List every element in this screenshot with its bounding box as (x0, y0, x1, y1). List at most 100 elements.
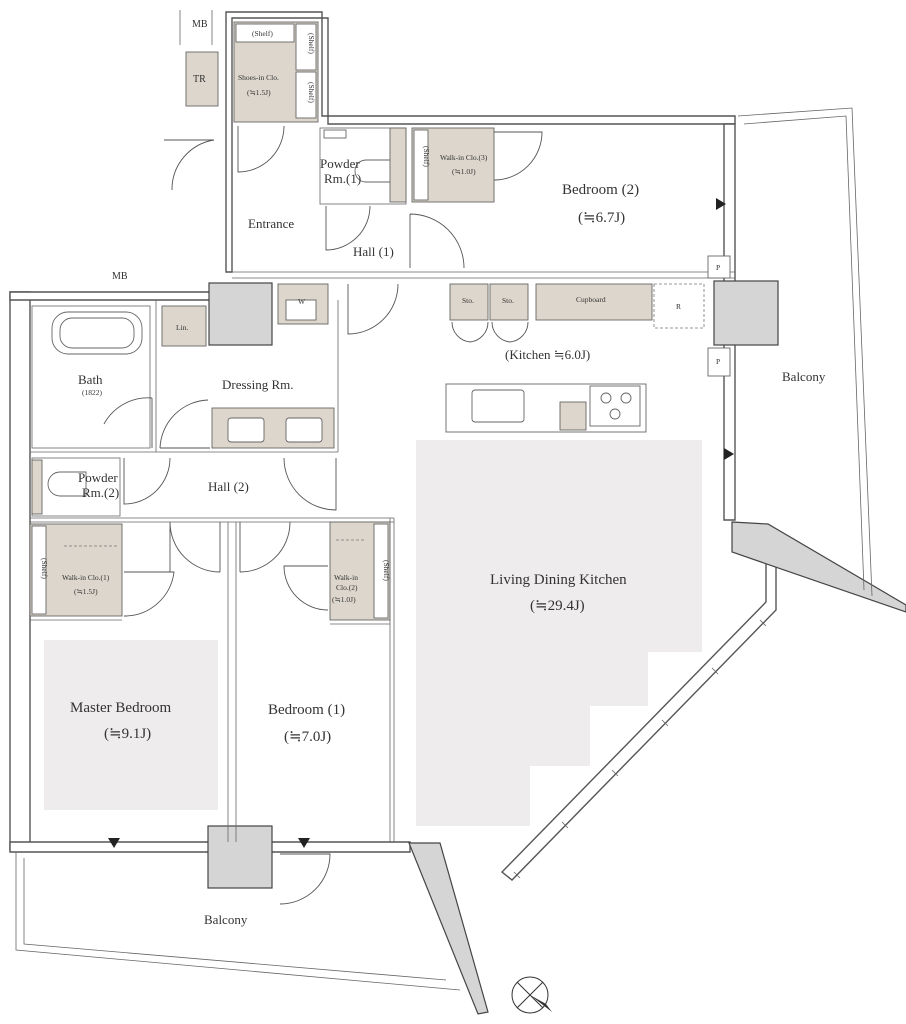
dressing-rm-label: Dressing Rm. (222, 377, 294, 392)
powder-rm-1-label-a: Powder (320, 156, 360, 171)
walk-in-clo-1-label: Walk-in Clo.(1) (62, 573, 110, 582)
cupboard-label: Cupboard (576, 295, 606, 304)
r-label: R (676, 302, 681, 311)
kitchen-sink (471, 389, 525, 423)
p-top-label: P (716, 263, 720, 272)
kitchen-dishwasher (559, 401, 587, 431)
window-marker-bedroom2 (716, 198, 726, 210)
pillar-kitchen (713, 280, 779, 346)
kitchen-entry-door[interactable] (347, 283, 399, 335)
master-bedroom-door[interactable] (169, 521, 221, 573)
vanity-sink-a (227, 417, 265, 443)
north-arrow-icon (511, 976, 552, 1014)
master-bedroom-label: Master Bedroom (70, 700, 172, 716)
bedroom-1-label: Bedroom (1) (268, 702, 345, 718)
walk-in-clo-2-label-b: Clo.(2) (336, 583, 358, 592)
p-box-top (707, 255, 731, 279)
burner-a (600, 392, 612, 404)
balcony-bottom-outline (15, 852, 461, 991)
powder-rm-1-label-b: Rm.(1) (324, 171, 361, 186)
shoes-closet-door[interactable] (237, 125, 285, 173)
balcony-wall-fin (408, 842, 489, 1015)
balcony-right-outline (737, 107, 873, 597)
walk-in-clo-3-size: (≒1.0J) (452, 167, 476, 176)
entrance-label: Entrance (248, 216, 294, 231)
shelf-wic2-label: (Shelf) (382, 560, 391, 581)
powder-shelf-1 (389, 127, 407, 203)
dressing-wall (30, 300, 339, 453)
powder-sink-1 (323, 129, 347, 139)
wic1-door[interactable] (123, 571, 175, 617)
pillar-dressing (208, 282, 273, 346)
window-marker-ldk (724, 448, 734, 460)
master-bedroom-floor (44, 640, 218, 810)
storage-1 (449, 283, 489, 321)
hall-1-wall (232, 271, 735, 279)
wic1-shelf (31, 525, 47, 615)
shoes-in-clo-size: (≒1.5J) (247, 88, 271, 97)
powder-shelf-2 (31, 459, 43, 515)
bath-door[interactable] (103, 397, 153, 448)
shoes-shelf-top (235, 23, 295, 43)
bath-size: (1822) (82, 388, 102, 397)
hall-1-label: Hall (1) (353, 244, 394, 259)
balcony-wall-fin-right (731, 521, 906, 613)
shelf-side-b-label: (Shelf) (307, 82, 316, 103)
shoes-shelf-side-b (295, 71, 317, 119)
hall-2-label: Hall (2) (208, 479, 249, 494)
sto-1-label: Sto. (462, 296, 474, 305)
walk-in-clo-2-label-a: Walk-in (334, 573, 358, 582)
lin-label: Lin. (176, 323, 188, 332)
window-marker-master (108, 838, 120, 848)
toilet-2 (47, 471, 87, 497)
ldk-window-ticks (513, 619, 767, 879)
cupboard (535, 283, 653, 321)
wic3-shelf (413, 129, 429, 201)
powder-rm-2-label-a: Powder (78, 470, 118, 485)
cooktop (589, 385, 641, 427)
vanity-sink-b (285, 417, 323, 443)
hall-2-door[interactable] (283, 457, 337, 511)
ldk-size: (≒29.4J) (530, 598, 585, 614)
burner-b (620, 392, 632, 404)
bedroom-2-label: Bedroom (2) (562, 182, 639, 198)
toilet-1 (354, 159, 393, 183)
powder-rm-2-label-b: Rm.(2) (82, 485, 119, 500)
shelf-wic1-label: (Shelf) (40, 558, 49, 579)
bedroom-2-door[interactable] (409, 213, 465, 269)
bedroom-1-size: (≒7.0J) (284, 729, 331, 745)
washer-pan (285, 299, 317, 321)
p-box-bottom (707, 347, 731, 377)
walk-in-clo-3-label: Walk-in Clo.(3) (440, 153, 488, 162)
tr-label: TR (193, 74, 206, 85)
powder-2-door[interactable] (123, 457, 171, 505)
hall-2-wall (30, 517, 394, 523)
balcony-door[interactable] (279, 853, 331, 905)
bath-label: Bath (78, 372, 103, 387)
shoes-shelf-side-a (295, 23, 317, 71)
p-bottom-label: P (716, 357, 720, 366)
linen-closet (161, 305, 207, 347)
shelf-wic3-label: (Shelf) (422, 146, 431, 167)
w-label: W (298, 297, 306, 306)
bedroom-1-door[interactable] (239, 521, 291, 573)
wic2-door[interactable] (283, 565, 329, 611)
balcony-bottom-label: Balcony (204, 912, 248, 927)
mb-mid-label: MB (112, 271, 128, 282)
dressing-door[interactable] (159, 399, 210, 449)
wic3-door[interactable] (493, 131, 543, 181)
mb-top-label: MB (192, 19, 208, 30)
burner-c (609, 408, 621, 420)
balcony-right-label: Balcony (782, 369, 826, 384)
storage-2 (489, 283, 529, 321)
bathtub-inner (59, 317, 135, 349)
shelf-side-a-label: (Shelf) (307, 33, 316, 54)
storage-doors[interactable] (451, 321, 529, 343)
powder-1-door[interactable] (325, 205, 371, 251)
ldk-floor (416, 440, 702, 826)
master-bedroom-size: (≒9.1J) (104, 726, 151, 742)
shelf-top-label: (Shelf) (252, 29, 273, 38)
window-marker-bedroom1 (298, 838, 310, 848)
entrance-door[interactable] (164, 139, 215, 191)
